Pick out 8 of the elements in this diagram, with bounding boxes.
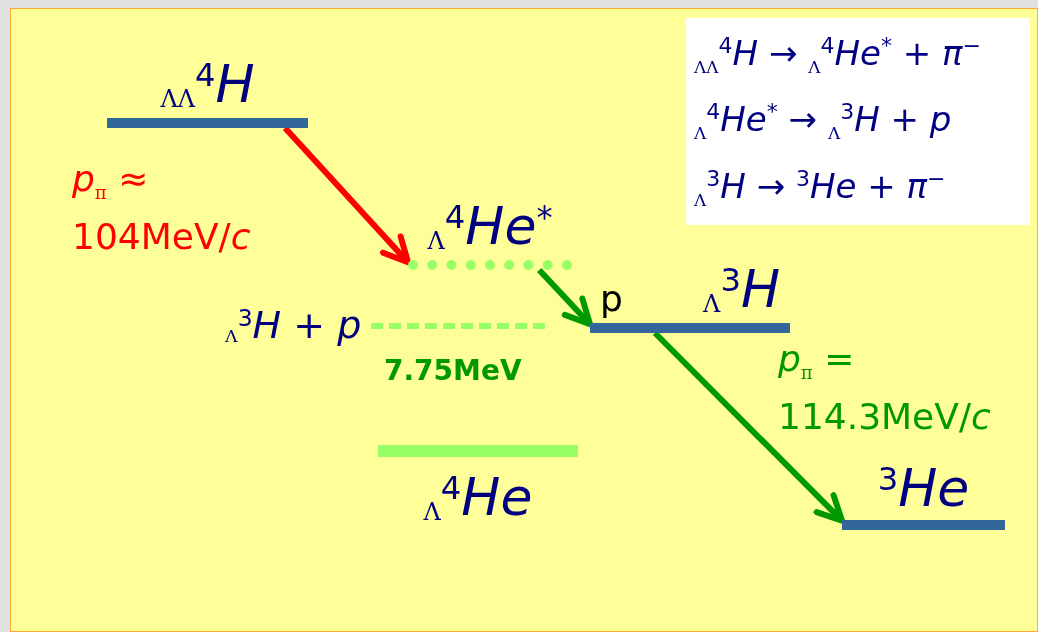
edge-label: p$_{π}$ ≈ 104MeV/c [72,157,252,259]
edge-label: p [600,277,623,321]
edge-label: p$_{π}$ = 114.3MeV/c [778,337,992,439]
arrow [282,125,411,266]
arrow [652,330,845,524]
nuclide-label: $^{3}$He [877,462,970,514]
arrow [537,267,593,328]
energy-gap-label: 7.75MeV [384,357,522,385]
